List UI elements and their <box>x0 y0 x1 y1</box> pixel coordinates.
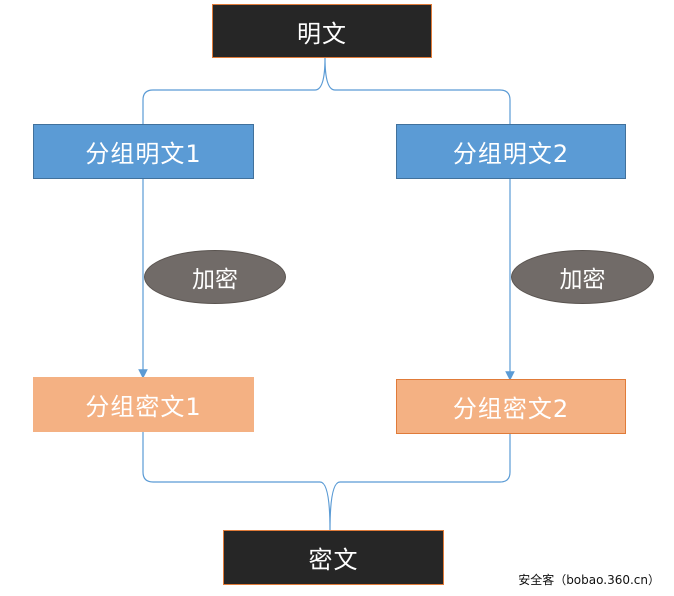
block-ciphertext-1-box: 分组密文1 <box>33 377 254 432</box>
block-plaintext-2-label: 分组明文2 <box>452 140 570 168</box>
merge-brace <box>142 432 511 531</box>
ciphertext-box: 密文 <box>223 530 444 585</box>
split-brace <box>142 57 511 124</box>
encrypt-ellipse-2: 加密 <box>511 250 654 304</box>
plaintext-label: 明文 <box>297 19 347 48</box>
plaintext-box: 明文 <box>212 4 432 58</box>
encrypt-2-label: 加密 <box>559 267 606 293</box>
watermark: 安全客（bobao.360.cn） <box>518 573 660 587</box>
ciphertext-label: 密文 <box>308 546 359 574</box>
encrypt-ellipse-1: 加密 <box>144 250 286 304</box>
block-plaintext-1-box: 分组明文1 <box>33 124 254 179</box>
block-ciphertext-2-label: 分组密文2 <box>452 395 570 423</box>
encrypt-1-label: 加密 <box>192 267 238 293</box>
block-ciphertext-2-box: 分组密文2 <box>396 379 626 434</box>
block-plaintext-2-box: 分组明文2 <box>396 124 626 179</box>
block-ciphertext-1-label: 分组密文1 <box>85 393 202 421</box>
block-plaintext-1-label: 分组明文1 <box>85 140 202 168</box>
